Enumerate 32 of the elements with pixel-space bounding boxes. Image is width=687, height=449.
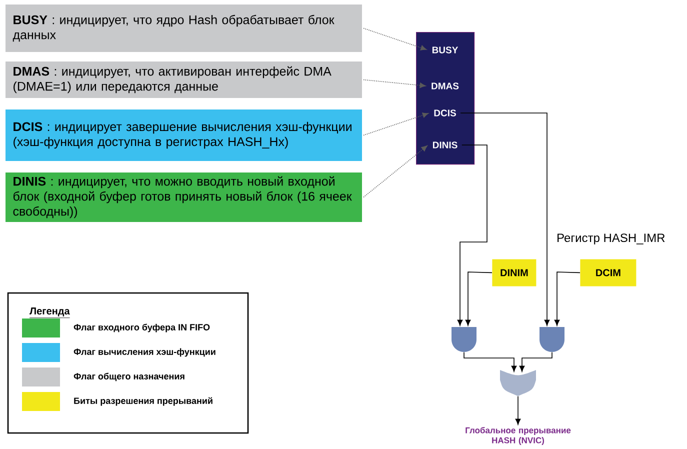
leader-arrow: [363, 79, 426, 88]
register-box: [416, 32, 475, 165]
mask-bit-box: DINIM: [492, 259, 536, 286]
legend-text: Флаг общего назначения: [74, 372, 184, 382]
flag-label: DMAS: [432, 82, 459, 90]
mask-bit-box: DCIM: [580, 259, 636, 286]
legend-text: Флаг входного буфера IN FIFO: [74, 324, 210, 332]
signal-arrow: [464, 352, 517, 372]
description-box: BUSY : индицирует, что ядро Hash обрабатывает блок данных: [4, 3, 364, 54]
description-box: DMAS : индицирует, что активирован интерфейс DMA (DMAE=1) или передаются данные: [4, 60, 364, 100]
signal-arrow: [460, 112, 550, 326]
legend-title: Легенда: [29, 308, 70, 318]
flag-label: DINIS: [432, 142, 458, 148]
signal-arrow: [515, 396, 521, 425]
description-box: DCIS : индицирует завершение вычисления хэш-функции (хэш-функция доступна в регистрах HASH_Hx): [4, 108, 364, 162]
flag-label: BUSY: [432, 46, 458, 54]
leader-arrow: [363, 112, 428, 136]
signal-arrow: [554, 272, 580, 326]
and-gate: [540, 327, 564, 352]
signal-arrow: [519, 352, 552, 372]
legend-text: Биты разрешения прерываний: [74, 397, 212, 406]
register-caption: Регистр HASH_IMR: [558, 234, 665, 244]
leader-arrow: [363, 146, 428, 198]
leader-arrow: [363, 28, 427, 50]
description-box: DINIS : индицирует, что можно вводить новый входной блок (входной буфер готов принять новый блок (16 ячеек свободны)): [4, 171, 364, 224]
signal-arrow: [457, 144, 488, 326]
legend-text: Флаг вычисления хэш-функции: [74, 348, 216, 357]
signal-arrow: [465, 272, 492, 326]
and-gate: [452, 327, 476, 352]
output-label: Глобальное прерывание HASH (NVIC): [466, 426, 571, 445]
or-gate: [500, 370, 536, 396]
flag-label: DCIS: [434, 110, 456, 116]
